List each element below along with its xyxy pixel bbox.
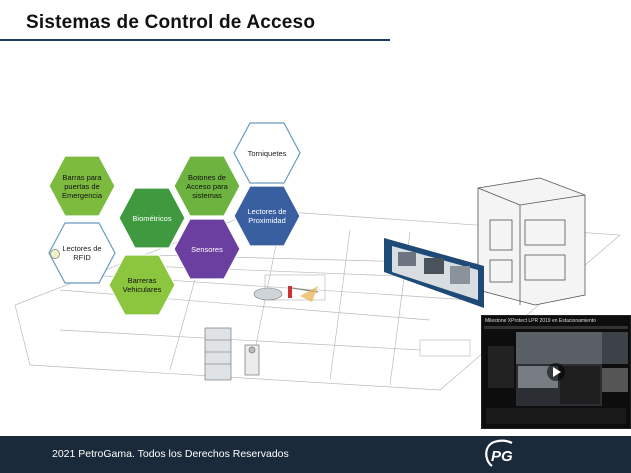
hexagon-biometricos: Biométricos	[118, 187, 186, 249]
hexagon-label-line: Vehiculares	[122, 285, 162, 294]
hexagon-label-line: RFID	[73, 253, 91, 262]
title-underline	[0, 39, 390, 41]
hexagon-shape	[173, 218, 241, 280]
hexagon-shape	[118, 187, 186, 249]
video-thumbnail[interactable]: Milestone XProtect LPR 2019 en Estaciona…	[481, 315, 631, 429]
hexagon-shape	[233, 185, 301, 247]
slide-title: Sistemas de Control de Acceso	[26, 12, 316, 33]
hexagon-label-line: sistemas	[192, 190, 222, 200]
hexagon-label-line: puertas de	[64, 181, 100, 191]
hexagon-label-line: Acceso para	[186, 181, 228, 191]
hexagon-label: Sensores	[179, 218, 235, 280]
slide-footer: 2021 PetroGama. Todos los Derechos Reser…	[0, 436, 631, 473]
hexagon-shape	[173, 155, 241, 217]
video-title: Milestone XProtect LPR 2019 en Estaciona…	[485, 318, 596, 324]
hexagon-label-line: Lectores de	[247, 207, 287, 216]
hexagon-label-line: Lectores de	[62, 244, 102, 253]
hexagon-sensores: Sensores	[173, 218, 241, 280]
hexagon-shape	[108, 254, 176, 316]
footer-copyright: 2021 PetroGama. Todos los Derechos Reser…	[52, 448, 289, 460]
hexagon-label: Torniquetes	[239, 122, 295, 184]
hexagon-label-line: Emergencia	[61, 190, 103, 200]
software-screenshot-strip	[384, 238, 484, 308]
hexagon-label-line: Barreras	[127, 276, 157, 285]
hexagon-shape	[233, 122, 301, 184]
hexagon-label-line: Barras para	[62, 172, 102, 182]
hexagon-shape	[48, 155, 116, 217]
hexagon-label-line: Sensores	[191, 244, 223, 254]
bullet-marker	[50, 249, 60, 259]
hexagon-label-line: Botones de	[188, 172, 226, 182]
hexagon-shape	[48, 222, 116, 284]
svg-text:PG: PG	[491, 448, 513, 465]
play-icon	[553, 367, 561, 377]
hexagon-label-line: Torniquetes	[247, 148, 287, 158]
hexagon-label-line: Biométricos	[132, 213, 172, 223]
hexagon-label: Biométricos	[124, 187, 180, 249]
hexagon-torniquetes: Torniquetes	[233, 122, 301, 184]
hexagon-label-line: Proximidad	[248, 216, 286, 225]
blueprint-illustration	[14, 177, 621, 391]
petrogama-logo: PG	[485, 439, 513, 467]
